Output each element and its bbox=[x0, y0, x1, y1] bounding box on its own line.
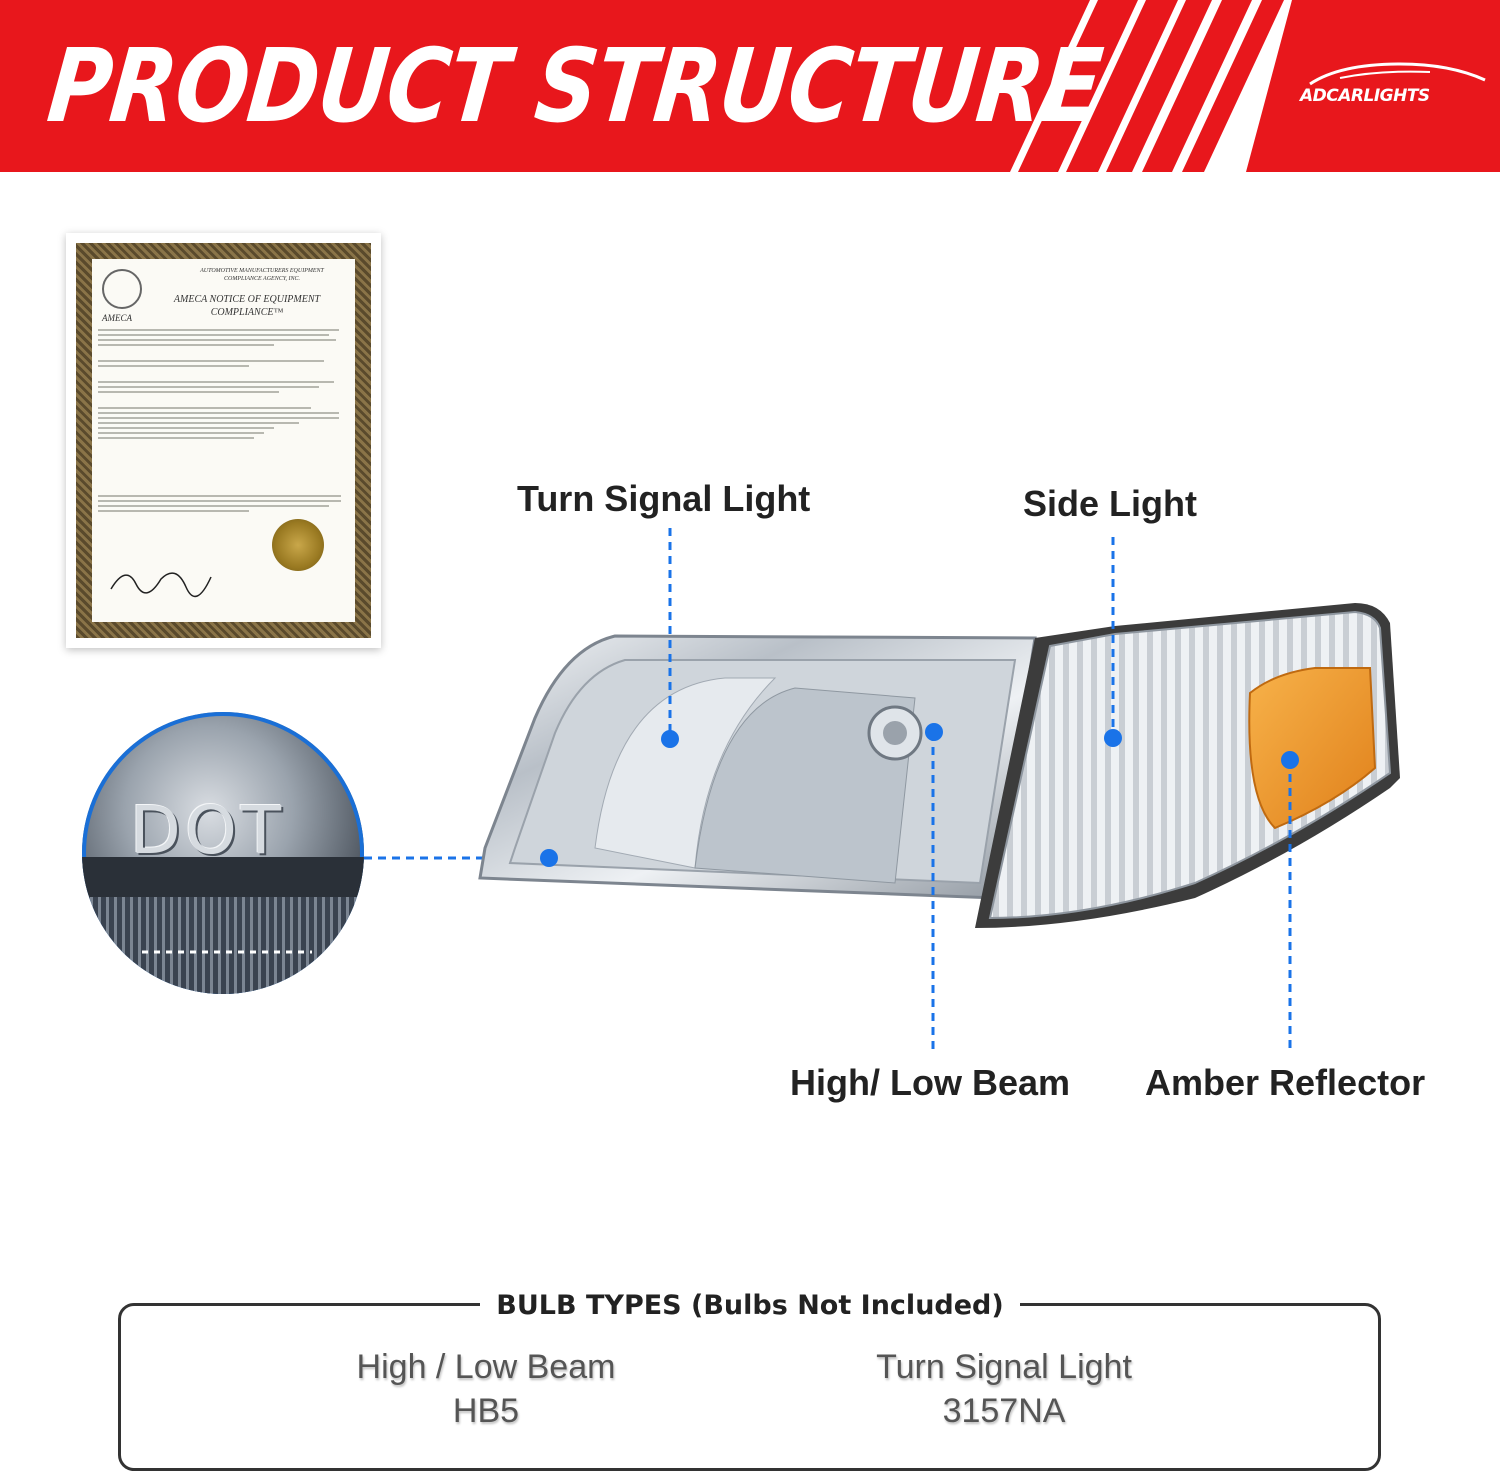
car-outline-icon bbox=[1309, 62, 1486, 86]
certificate-agency: AUTOMOTIVE MANUFACTURERS EQUIPMENT COMPL… bbox=[200, 268, 324, 282]
dot-marking-text: DOT bbox=[130, 792, 286, 869]
high-low-beam-label: High/ Low Beam bbox=[790, 1062, 1071, 1103]
certificate-body-text bbox=[98, 329, 349, 515]
header-banner: PRODUCT STRUCTURE ADCARLIGHTS bbox=[0, 0, 1500, 172]
bulb-item-name: High / Low Beam bbox=[356, 1348, 616, 1386]
bulb-types-title-wrap: BULB TYPES (Bulbs Not Included) bbox=[480, 1288, 1020, 1324]
banner-background bbox=[0, 0, 1500, 172]
bulb-item-value: HB5 bbox=[452, 1392, 520, 1430]
ameca-logo-icon bbox=[102, 269, 142, 309]
gold-seal-icon bbox=[272, 519, 324, 571]
dot-closeup: DOT bbox=[82, 712, 364, 994]
brand-logo: ADCARLIGHTS bbox=[1300, 58, 1495, 118]
ameca-certificate: AMECA AUTOMOTIVE MANUFACTURERS EQUIPMENT… bbox=[66, 233, 381, 648]
turn-signal-label: Turn Signal Light bbox=[517, 478, 811, 519]
bulb-item-high-low-beam: High / Low Beam HB5 bbox=[286, 1345, 686, 1433]
bulb-types-title: BULB TYPES (Bulbs Not Included) bbox=[496, 1290, 1004, 1321]
bulb-item-value: 3157NA bbox=[942, 1392, 1066, 1430]
amber-reflector-label: Amber Reflector bbox=[1145, 1062, 1426, 1103]
turn-signal-marker-dot bbox=[661, 730, 679, 748]
side-light-marker-dot bbox=[1104, 729, 1122, 747]
certificate-title: AMECA NOTICE OF EQUIPMENT COMPLIANCE™ bbox=[173, 294, 321, 318]
high-low-beam-marker-dot bbox=[925, 723, 943, 741]
certificate-paper: AMECA AUTOMOTIVE MANUFACTURERS EQUIPMENT… bbox=[92, 259, 355, 622]
amber-reflector-marker-dot bbox=[1281, 751, 1299, 769]
ameca-logo-text: AMECA bbox=[102, 313, 132, 323]
brand-name: ADCARLIGHTS bbox=[1300, 86, 1430, 106]
amber-reflector-lens bbox=[1248, 667, 1377, 830]
bulb-item-name: Turn Signal Light bbox=[876, 1348, 1132, 1386]
dot-marker-dot bbox=[540, 849, 558, 867]
side-light-label: Side Light bbox=[1023, 483, 1197, 524]
bulb-item-turn-signal: Turn Signal Light 3157NA bbox=[804, 1345, 1204, 1433]
page-title: PRODUCT STRUCTURE bbox=[42, 28, 1107, 146]
signature bbox=[110, 572, 212, 598]
certificate-frame: AMECA AUTOMOTIVE MANUFACTURERS EQUIPMENT… bbox=[76, 243, 371, 638]
headlight-assembly bbox=[478, 603, 1400, 928]
